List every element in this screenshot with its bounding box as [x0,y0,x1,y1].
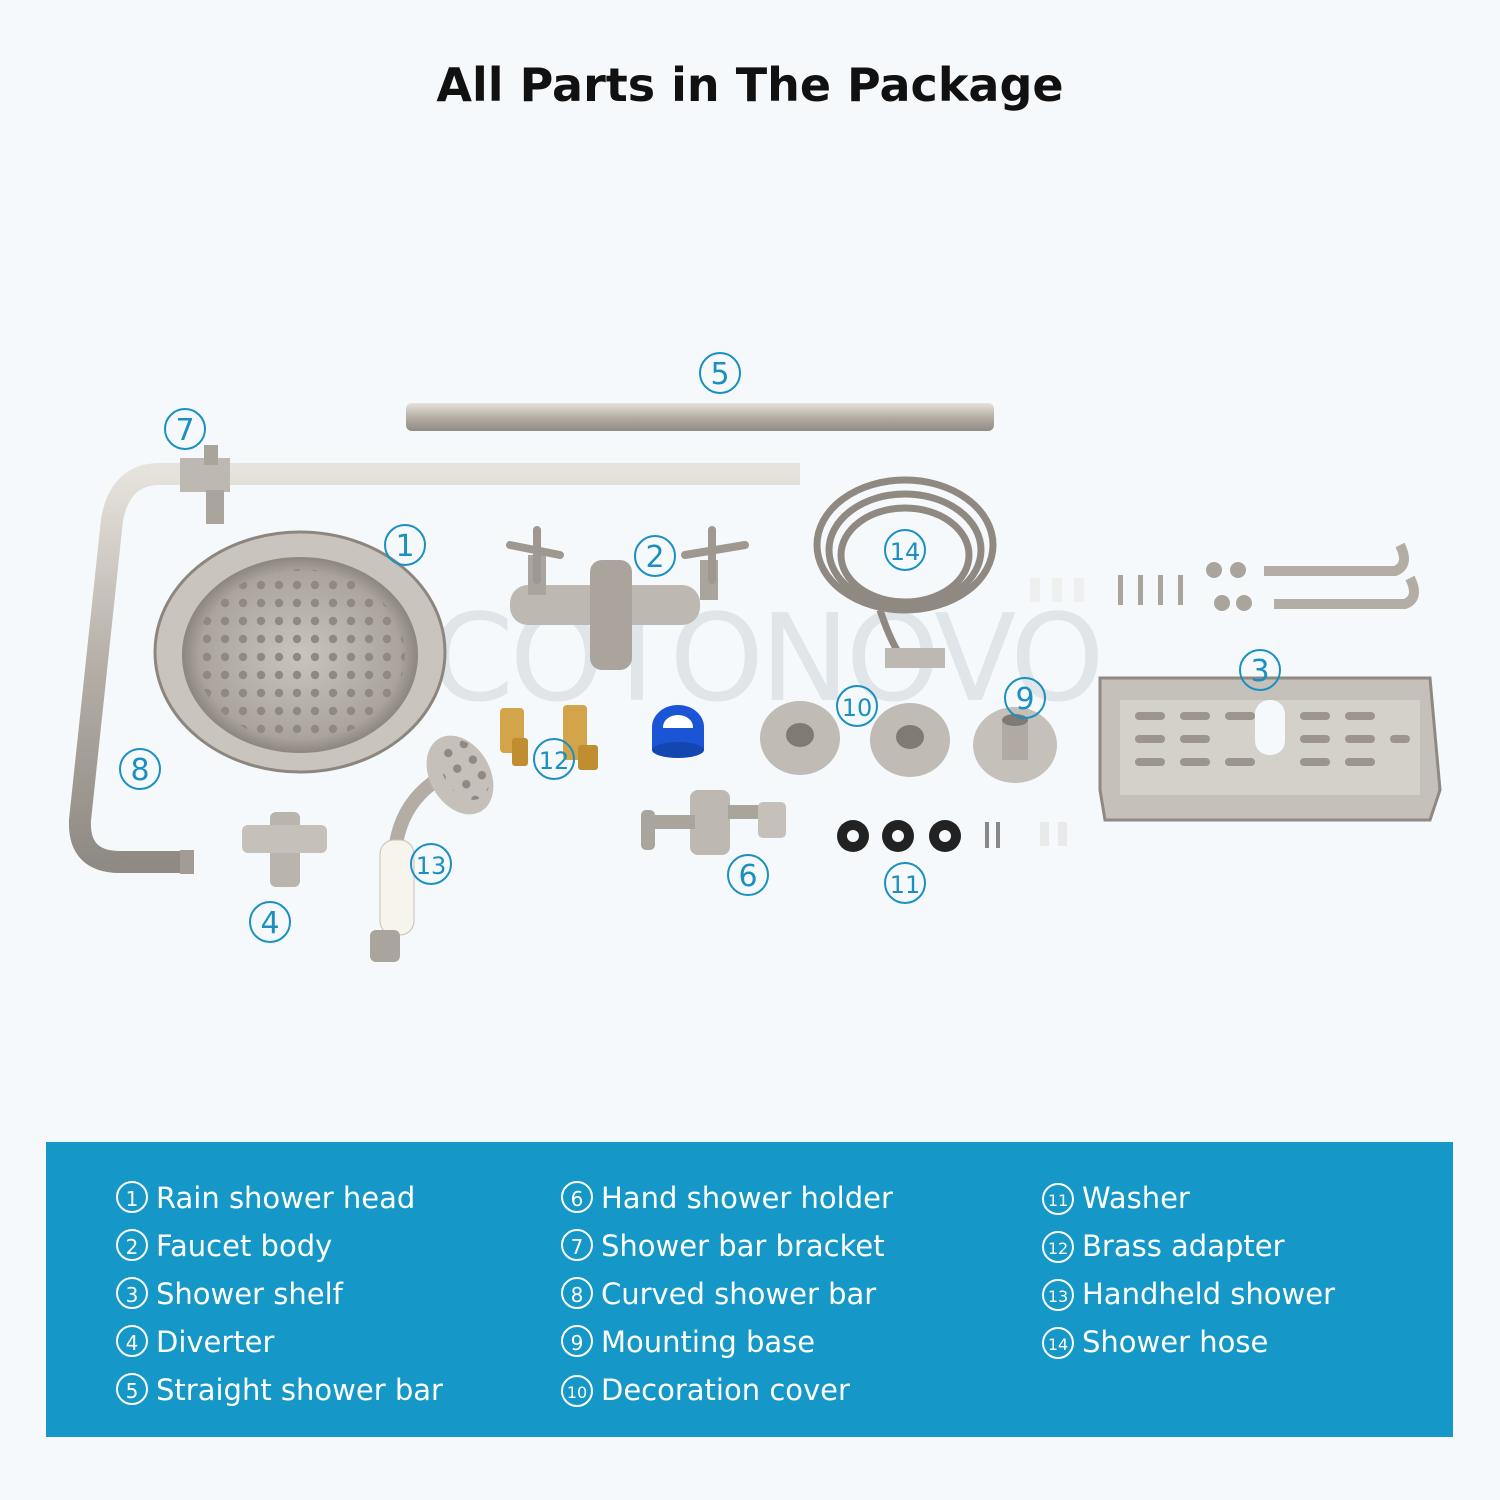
callout-11: 11 [884,862,926,904]
callout-5: 5 [699,352,741,394]
svg-text:9: 9 [1015,682,1034,717]
svg-text:1: 1 [395,529,414,564]
svg-text:13: 13 [416,852,447,880]
callout-7: 7 [164,408,206,450]
decoration-cover [760,701,950,777]
page-title: All Parts in The Package [436,58,1064,112]
svg-text:5: 5 [710,357,729,392]
svg-text:7: 7 [175,413,194,448]
svg-text:11: 11 [890,871,921,899]
callout-12: 12 [533,738,575,780]
svg-text:4: 4 [260,906,279,941]
mounting-hardware [1030,542,1419,611]
svg-text:6: 6 [738,859,757,894]
faucet-body [506,526,749,670]
svg-text:2: 2 [645,540,664,575]
svg-text:10: 10 [842,694,873,722]
svg-text:3: 3 [1250,654,1269,689]
callout-8: 8 [119,748,161,790]
washer [837,820,1067,852]
callout-9: 9 [1004,677,1046,719]
callout-14: 14 [884,529,926,571]
callout-6: 6 [727,854,769,896]
shower-shelf [1098,676,1442,822]
straight-shower-bar [406,403,994,431]
svg-text:12: 12 [539,747,570,775]
callout-4: 4 [249,901,291,943]
callout-10: 10 [836,685,878,727]
thread-tape [652,705,704,758]
callout-13: 13 [410,843,452,885]
svg-text:14: 14 [890,538,921,566]
parts-illustration: COTONOVO [68,352,1442,962]
handheld-shower [370,735,494,962]
rain-shower-head [153,530,447,774]
mounting-base [973,707,1057,783]
diverter [242,812,327,887]
shower-bar-bracket [180,445,230,524]
callout-2: 2 [634,535,676,577]
curved-shower-bar [68,463,800,874]
callout-3: 3 [1239,649,1281,691]
callout-1: 1 [384,524,426,566]
svg-text:8: 8 [130,753,149,788]
shower-hose [813,476,997,668]
hand-shower-holder [641,790,786,855]
